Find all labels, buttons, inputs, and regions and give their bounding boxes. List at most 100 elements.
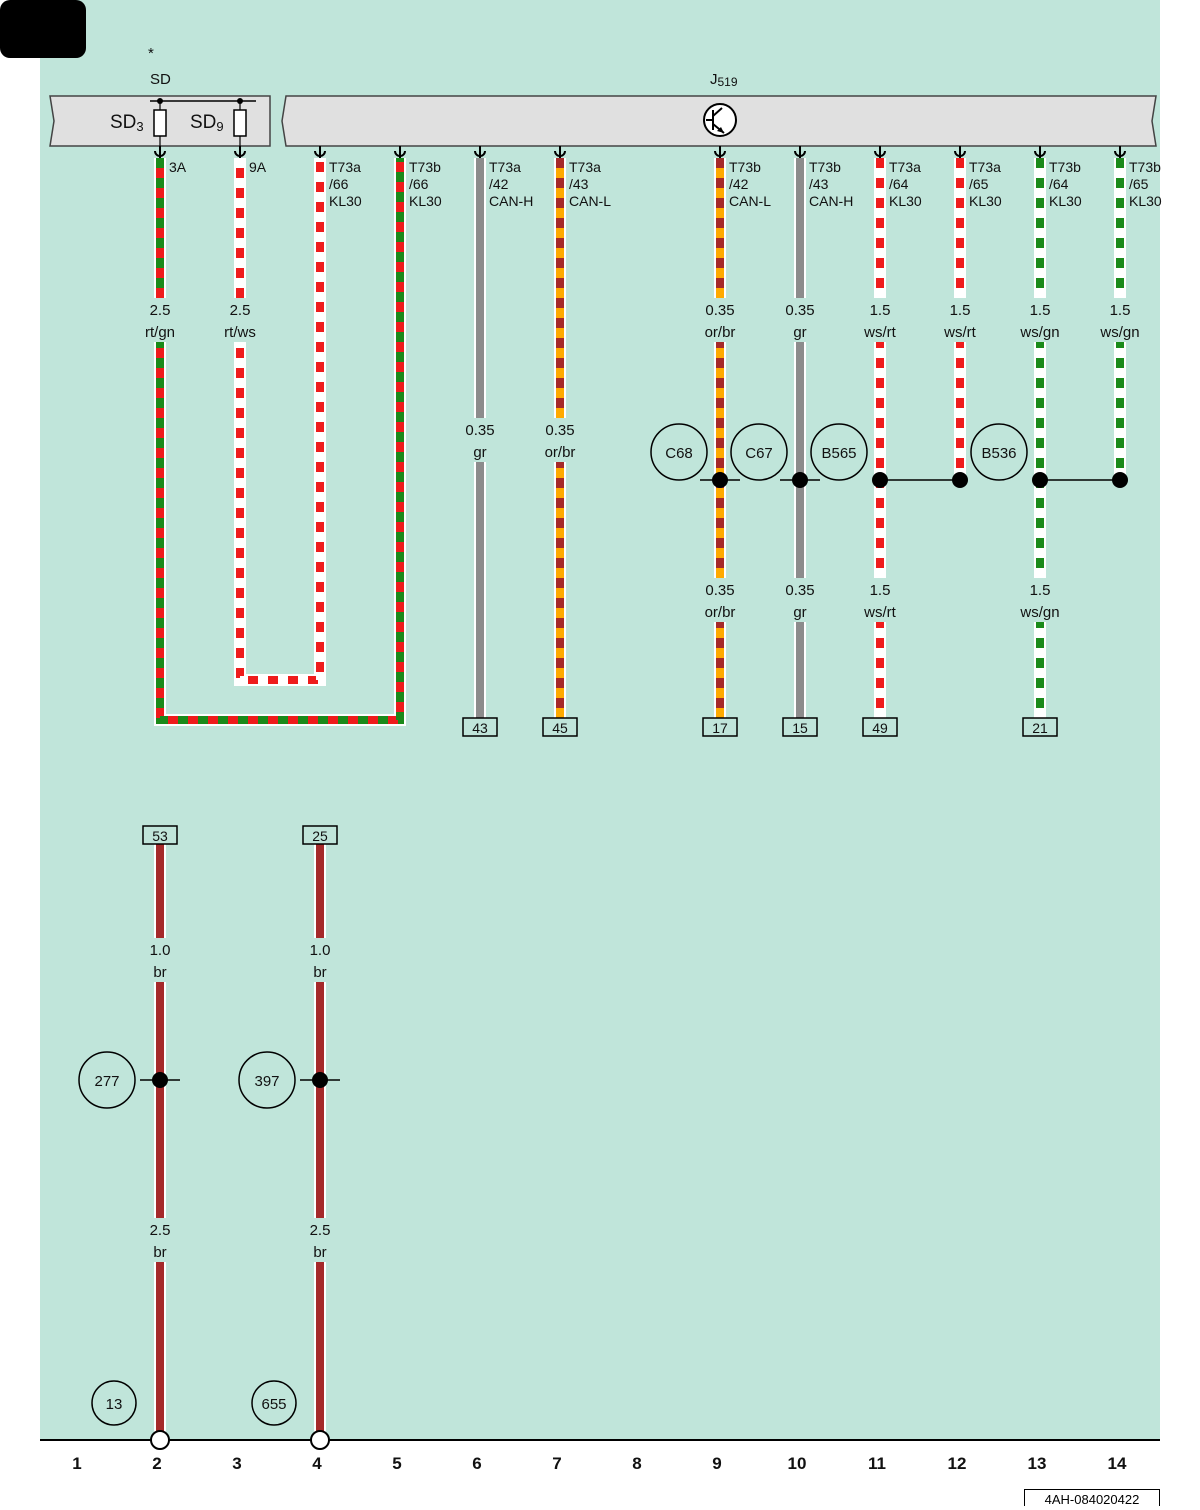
wire-label-bg <box>701 578 739 622</box>
continuation-box <box>142 825 178 845</box>
fuse-sd9-node <box>237 98 243 104</box>
wire-loop-rt-ws-stripe <box>236 158 324 684</box>
connector-socket-icon <box>394 146 406 158</box>
wire-size-label: 1.5 <box>870 582 891 599</box>
fuse-box-label: SD <box>150 71 171 88</box>
wire-color-label: gr <box>793 324 806 341</box>
pin-label-conn: T73b <box>409 159 441 175</box>
wire-loop-rt-gn <box>154 158 406 726</box>
wire-size-label: 1.5 <box>1030 582 1051 599</box>
wire-label-bg <box>1101 298 1139 342</box>
pin-label-conn: T73b <box>1049 159 1081 175</box>
wire-label-bg <box>781 298 819 342</box>
wire-label-bg <box>301 1218 339 1262</box>
wire-color-label: ws/gn <box>1099 324 1139 341</box>
ground-terminal-icon <box>310 1430 330 1450</box>
ground-label-circle <box>91 1380 137 1426</box>
connector-socket-icon <box>874 146 886 158</box>
splice-label: 397 <box>254 1073 279 1090</box>
wire-label-bg <box>941 298 979 342</box>
connector-socket-icon <box>954 146 966 158</box>
pin-label-conn: T73a <box>569 159 601 175</box>
wire-label-bg <box>861 298 899 342</box>
column-number: 3 <box>232 1454 241 1473</box>
wire-color-label: ws/rt <box>863 604 896 621</box>
continuation-label: 17 <box>712 720 728 736</box>
pin-label-conn: T73a <box>969 159 1001 175</box>
continuation-box <box>1022 717 1058 737</box>
fuse-box-star: * <box>148 45 154 62</box>
wire-label-bg <box>301 938 339 982</box>
wire-color-label: or/br <box>705 604 736 621</box>
wire-label-bg <box>141 1218 179 1262</box>
column-number: 10 <box>788 1454 807 1473</box>
connector-socket-icon <box>554 146 566 158</box>
wire-color-label: ws/rt <box>943 324 976 341</box>
wire-label-bg <box>541 418 579 462</box>
pin-label-signal: KL30 <box>1129 193 1162 209</box>
page-tab-marker <box>0 0 86 58</box>
wire-size-label: 2.5 <box>150 302 171 319</box>
pin-label-num: /66 <box>329 176 349 192</box>
continuation-label: 21 <box>1032 720 1048 736</box>
column-number: 5 <box>392 1454 401 1473</box>
wire-loop-rt-ws <box>234 158 326 686</box>
splice-point <box>1112 472 1128 488</box>
wire-color-label: br <box>313 1244 326 1261</box>
wire-size-label: 1.5 <box>950 302 971 319</box>
wire-size-label: 1.5 <box>870 302 891 319</box>
wire-label-bg <box>141 298 179 342</box>
fuse-sd3-rating: 3A <box>169 159 187 175</box>
wire-label-bg <box>141 938 179 982</box>
pin-label-conn: T73a <box>889 159 921 175</box>
connector-socket-icon <box>314 146 326 158</box>
fuse-sd3-node <box>157 98 163 104</box>
fuse-sd3-icon <box>153 109 167 137</box>
wire-size-label: 1.5 <box>1110 302 1131 319</box>
continuation-box <box>542 717 578 737</box>
pin-label-num: /42 <box>729 176 749 192</box>
wire-label-bg <box>221 298 259 342</box>
wire-color-label: ws/gn <box>1019 604 1059 621</box>
continuation-label: 15 <box>792 720 808 736</box>
connector-socket-icon <box>714 146 726 158</box>
connector-socket-icon <box>154 146 166 158</box>
wire-color-label: br <box>313 964 326 981</box>
pin-label-signal: KL30 <box>969 193 1002 209</box>
wire-size-label: 1.0 <box>310 942 331 959</box>
column-number: 11 <box>868 1454 886 1473</box>
pin-label-signal: CAN-L <box>729 193 771 209</box>
fuse-sd3-label: SD3 <box>110 112 144 134</box>
splice-point <box>872 472 888 488</box>
wire-color-label: ws/gn <box>1019 324 1059 341</box>
continuation-box <box>862 717 898 737</box>
connector-socket-icon <box>1034 146 1046 158</box>
splice-label: C68 <box>665 445 693 462</box>
wire-label-bg <box>701 298 739 342</box>
continuation-box <box>702 717 738 737</box>
pin-label-conn: T73b <box>729 159 761 175</box>
pin-label-conn: T73a <box>489 159 521 175</box>
pin-label-signal: KL30 <box>1049 193 1082 209</box>
column-number: 9 <box>712 1454 721 1473</box>
continuation-label: 53 <box>152 828 168 844</box>
wire-size-label: 0.35 <box>465 422 494 439</box>
wire-size-label: 0.35 <box>705 302 734 319</box>
pin-label-signal: CAN-L <box>569 193 611 209</box>
wire-loop-rt-gn-stripe <box>156 158 404 724</box>
pin-label-num: /65 <box>1129 176 1149 192</box>
wire-color-label: gr <box>473 444 486 461</box>
ground-label-circle <box>251 1380 297 1426</box>
fuse-sd9-icon <box>233 109 247 137</box>
pin-label-signal: KL30 <box>409 193 442 209</box>
pin-label-num: /66 <box>409 176 429 192</box>
pin-labels-layer: T73a/66KL30T73b/66KL30T73a/42CAN-HT73a/4… <box>169 159 1162 209</box>
wire-color-label: or/br <box>545 444 576 461</box>
pin-label-conn: T73b <box>1129 159 1161 175</box>
wire-label-bg <box>1021 578 1059 622</box>
continuation-box <box>782 717 818 737</box>
pin-label-conn: T73b <box>809 159 841 175</box>
pin-label-signal: CAN-H <box>809 193 853 209</box>
splice-label: C67 <box>745 445 773 462</box>
pin-label-conn: T73a <box>329 159 361 175</box>
